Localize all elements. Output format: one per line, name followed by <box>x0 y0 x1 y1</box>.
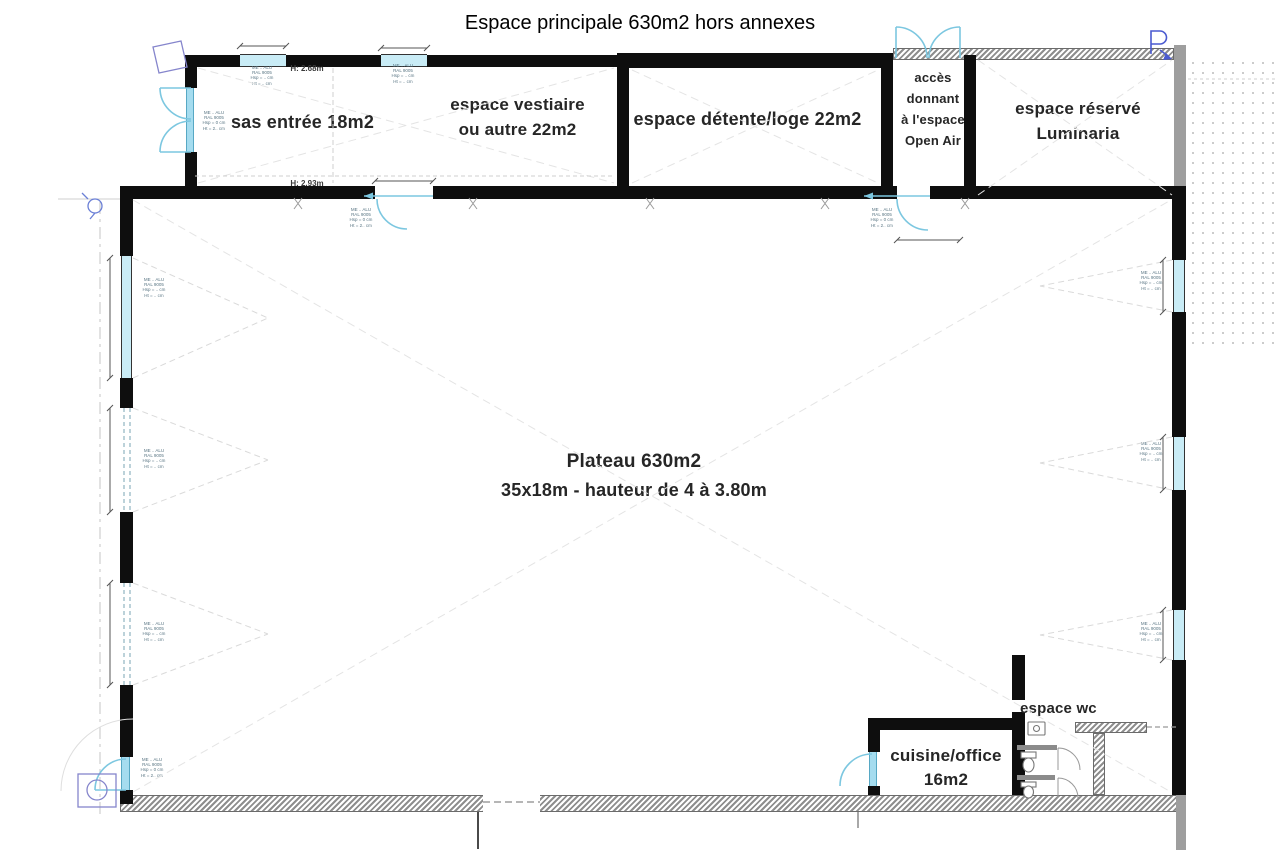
window-annotation: ME .. ALU RAL 9005 Hsp = .. cm Ht = .. c… <box>1139 621 1163 642</box>
wall-segment <box>185 55 197 88</box>
window <box>1173 437 1185 490</box>
acces-line-4: Open Air <box>904 133 961 148</box>
wall-segment <box>120 378 133 408</box>
wall-segment <box>1172 312 1186 437</box>
height-label-top: H: 2.68m <box>290 64 324 73</box>
window-annotation: ME .. ALU RAL 9005 Hsp = .. cm Ht = .. c… <box>250 65 274 86</box>
wall-segment <box>120 512 133 583</box>
window-annotation: ME .. ALU RAL 9005 Hsp = .. cm Ht = .. c… <box>142 621 166 642</box>
door-annotation: ME .. ALU RAL 9005 Hsp = 0 cm Ht = 2.. c… <box>202 110 226 131</box>
gray-wall-right-bottom <box>1176 795 1186 850</box>
wall-segment <box>617 53 893 68</box>
door-annotation: ME .. ALU RAL 9005 Hsp = 0 cm Ht = 2.. c… <box>349 207 373 228</box>
wc-divider-wall <box>1012 655 1025 700</box>
plateau-door-arc <box>376 198 408 230</box>
window <box>240 54 286 67</box>
column-symbol <box>77 773 117 808</box>
window <box>1173 610 1185 660</box>
window <box>381 54 427 67</box>
room-label-plateau-1: Plateau 630m2 <box>566 451 702 472</box>
room-label-plateau-2: 35x18m - hauteur de 4 à 3.80m <box>501 480 767 500</box>
wall-segment <box>930 186 1186 199</box>
cuisine-wall-top <box>868 718 1014 730</box>
door-annotation: ME .. ALU RAL 9005 Hsp = 0 cm Ht = 2.. c… <box>140 757 164 778</box>
room-label-luminaria-1: espace réservé <box>1015 99 1141 118</box>
drain-symbol <box>81 192 103 220</box>
window <box>1173 260 1185 312</box>
window-annotation: ME .. ALU RAL 9005 Hsp = .. cm Ht = .. c… <box>1139 441 1163 462</box>
wc-hatched-wall-top <box>1075 722 1147 733</box>
entrance-double-door <box>186 88 194 152</box>
wall-segment <box>433 186 897 199</box>
room-label-acces: accès donnant à l'espace Open Air <box>890 67 976 151</box>
tilted-square-symbol <box>152 40 188 74</box>
wall-segment <box>1172 199 1186 260</box>
gray-wall-right-top <box>1174 45 1186 199</box>
room-label-detente: espace détente/loge 22m2 <box>633 109 862 129</box>
room-label-cuisine-1: cuisine/office <box>890 746 1002 765</box>
bottom-wall-opening <box>483 794 540 813</box>
window-annotation: ME .. ALU RAL 9005 Hsp = .. cm Ht = .. c… <box>1139 270 1163 291</box>
wc-hatched-wall-side <box>1093 733 1105 795</box>
door-annotation: ME .. ALU RAL 9005 Hsp = 0 cm Ht = 2.. c… <box>870 207 894 228</box>
wall-segment <box>120 186 375 199</box>
room-label-luminaria-2: Luminaria <box>1036 124 1120 143</box>
wall-segment <box>120 199 133 256</box>
room-label-vestiaire-2: ou autre 22m2 <box>458 120 577 139</box>
door-swing-arcs <box>94 26 961 791</box>
wall-segment <box>617 55 629 186</box>
window-annotation: ME .. ALU RAL 9005 Hsp = .. cm Ht = .. c… <box>391 63 415 84</box>
window-annotation: ME .. ALU RAL 9005 Hsp = .. cm Ht = .. c… <box>142 277 166 298</box>
sink <box>1027 721 1046 736</box>
wc-stall-doors <box>1057 747 1081 799</box>
wall-segment <box>1172 660 1186 795</box>
acces-line-3: à l'espace <box>901 112 965 127</box>
acces-line-2: donnant <box>906 91 960 106</box>
wall-segment <box>120 790 133 804</box>
plan-title: Espace principale 630m2 hors annexes <box>464 12 816 34</box>
window-annotation: ME .. ALU RAL 9005 Hsp = .. cm Ht = .. c… <box>142 448 166 469</box>
room-label-cuisine-2: 16m2 <box>923 770 969 789</box>
room-label-wc: espace wc <box>1020 700 1097 717</box>
wall-segment <box>881 55 893 186</box>
height-label-bottom: H: 2.93m <box>290 179 324 188</box>
hatched-top-wall <box>893 48 1174 60</box>
exterior-dot-texture <box>1188 58 1280 345</box>
hatched-bottom-wall <box>120 795 1186 812</box>
room-label-vestiaire-1: espace vestiaire <box>450 95 585 114</box>
wall-segment <box>185 152 197 186</box>
wall-segment <box>964 55 976 186</box>
acces-line-1: accès <box>914 70 952 85</box>
wall-segment <box>120 685 133 757</box>
wall-segment <box>1172 490 1186 610</box>
window <box>121 256 132 378</box>
door <box>121 757 130 790</box>
acces-door-arc <box>896 198 929 231</box>
